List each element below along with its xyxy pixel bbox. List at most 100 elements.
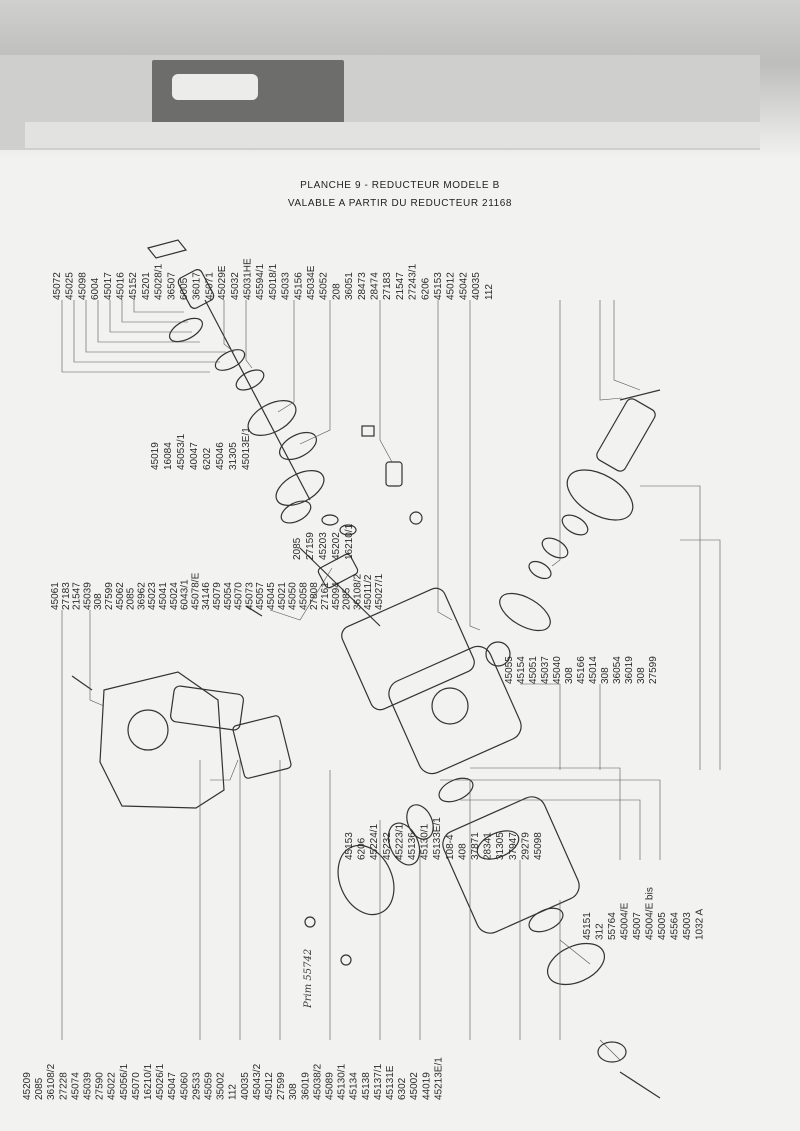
callout-bottom-mid-label: 108-4 <box>445 834 456 860</box>
shaft-line <box>204 299 311 501</box>
callout-right-label: 308 <box>600 667 611 684</box>
callout-top-label: 45033 <box>281 272 292 300</box>
gear-carrier-part <box>170 685 244 731</box>
callout-left-label: 45054 <box>223 582 234 610</box>
callout-bottom-label: 45070 <box>131 1072 142 1100</box>
callout-bottom-label: 45138 <box>361 1072 372 1100</box>
callout-bottom-mid-label: 45130/1 <box>420 823 431 860</box>
cap-part <box>597 1041 627 1063</box>
scan-margin <box>0 0 800 160</box>
callout-left-label: 34146 <box>201 582 212 610</box>
callout-top-label: 45034E <box>306 265 317 300</box>
callout-bottom-mid-label: 45007 <box>632 912 643 940</box>
callout-bottom-mid-label: 45004/E <box>620 902 631 940</box>
gear-part <box>247 400 297 436</box>
callout-bottom-mid-label: 31305 <box>495 832 506 860</box>
callout-bottom-label: 27599 <box>276 1072 287 1100</box>
callout-right-label: 308 <box>636 667 647 684</box>
callout-left-label: 45027/1 <box>374 573 385 610</box>
callout-left-label: 45057 <box>255 582 266 610</box>
callout-top-label: 36017 <box>192 272 203 300</box>
callout-bottom-label: 45209 <box>22 1072 33 1100</box>
pin-part <box>361 425 375 437</box>
callout-left-label: 45023 <box>147 582 158 610</box>
callout-top-label: 6206 <box>420 277 431 300</box>
callout-right-label: 45051 <box>528 656 539 684</box>
callout-left-label: 45062 <box>115 582 126 610</box>
callout-top-label: 45594/1 <box>255 263 266 300</box>
callout-bottom-label: 45131E <box>385 1065 396 1100</box>
callout-bottom-mid-label: 28341 <box>483 832 494 860</box>
main-casing-part <box>388 645 522 775</box>
callout-bottom-label: 45059 <box>204 1072 215 1100</box>
bearing-part <box>280 500 312 524</box>
callout-bottom-label: 45130/1 <box>337 1063 348 1100</box>
callout-bottom-label: 16210/1 <box>143 1063 154 1100</box>
worm-shaft-part <box>317 553 359 589</box>
callout-bottom-label: 112 <box>228 1084 239 1100</box>
callout-top-label: 45025 <box>65 272 76 300</box>
plate-subtitle: VALABLE A PARTIR DU REDUCTEUR 21168 <box>287 198 513 209</box>
callout-left-label: 45021 <box>277 582 288 610</box>
callout-top-label: 28473 <box>357 272 368 300</box>
callout-left-label: 2085 <box>342 587 353 610</box>
callout-bottom-label: 45043/2 <box>252 1063 263 1100</box>
callout-upper-label: 16210/1 <box>344 523 355 560</box>
plate-title: PLANCHE 9 - REDUCTEUR MODELE B <box>300 180 500 191</box>
bore-part <box>127 709 169 751</box>
callout-left-label: 45041 <box>158 582 169 610</box>
rod-part <box>71 675 93 691</box>
callout-bottom-label: 40035 <box>240 1072 251 1100</box>
central-housing-part <box>341 587 475 711</box>
callout-bottom-mid-label: 6206 <box>357 837 368 860</box>
callout-top-label: 208 <box>331 283 342 300</box>
callout-left-label: 45039 <box>82 582 93 610</box>
callout-top-label: 6004 <box>90 277 101 300</box>
callout-left-label: 21547 <box>72 582 83 610</box>
callout-top-label: 27243/1 <box>408 263 419 300</box>
callout-left-label: 45045 <box>266 582 277 610</box>
bearing-part <box>528 560 552 580</box>
callout-right-label: 36019 <box>624 656 635 684</box>
callout-top-label: 45012 <box>446 272 457 300</box>
callout-bottom-mid-label: 37947 <box>508 832 519 860</box>
nut-part <box>409 511 423 525</box>
callout-top-label: 45098 <box>77 272 88 300</box>
callout-left-label: 45024 <box>169 582 180 610</box>
callout-bottom-label: 35002 <box>216 1072 227 1100</box>
bearing-part <box>528 907 564 933</box>
callout-bottom-mid-label: 408 <box>457 843 468 860</box>
washer-part <box>321 514 339 526</box>
callout-right-label: 45154 <box>516 656 527 684</box>
callout-top-label: 36507 <box>166 272 177 300</box>
callout-upper-label: 45053/1 <box>176 433 187 470</box>
callout-left-label: 45078/E <box>190 572 201 610</box>
side-plate-part <box>99 671 225 809</box>
callout-top-label: 45042 <box>458 272 469 300</box>
callout-top-label: 45071 <box>204 272 215 300</box>
callout-top-label: 36051 <box>344 272 355 300</box>
callout-bottom-label: 45137/1 <box>373 1063 384 1100</box>
callout-right-label: 45166 <box>576 656 587 684</box>
callout-bottom-mid-label: 45153 <box>344 832 355 860</box>
seal-part <box>438 777 474 803</box>
callout-upper-label: 27159 <box>305 532 316 560</box>
seal-part <box>387 822 421 866</box>
callout-bottom-mid-label: 45133E/1 <box>432 817 443 860</box>
gear-part <box>275 470 325 506</box>
callout-top-label: 40035 <box>471 272 482 300</box>
callout-bottom-label: 36019 <box>300 1072 311 1100</box>
shaft-line <box>619 389 661 401</box>
callout-left-label: 45079 <box>212 582 223 610</box>
callout-top-label: 6005 <box>179 277 190 300</box>
callout-top-label: 45153 <box>433 272 444 300</box>
flange-part <box>337 844 395 916</box>
cover-plate-part <box>146 239 188 259</box>
bearing-part <box>406 804 434 840</box>
housing-cover-part <box>566 469 634 521</box>
callout-bottom-mid-label: 312 <box>595 923 606 940</box>
callout-bottom-label: 27228 <box>58 1072 69 1100</box>
callout-upper-label: 45046 <box>215 442 226 470</box>
callout-upper-label: 6202 <box>202 447 213 470</box>
callout-top-label: 27183 <box>382 272 393 300</box>
